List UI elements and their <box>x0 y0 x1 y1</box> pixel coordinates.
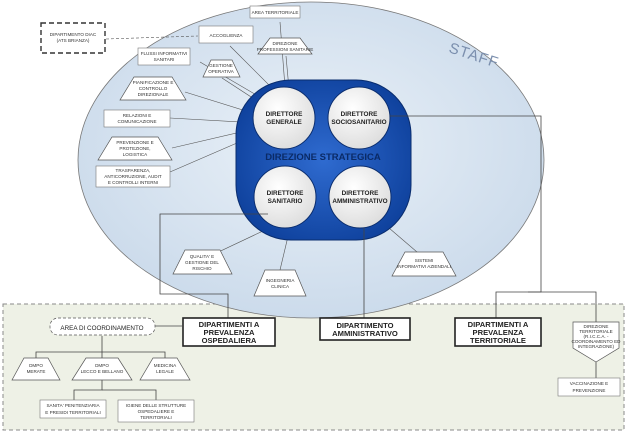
pianificazione-line1: PIANIFICAZIONE E <box>133 80 174 85</box>
trasparenza-box[interactable]: TRASPARENZA, ANTICORRUZIONE, AUDIT E CON… <box>95 165 171 188</box>
vaccinazione-line2: PREVENZIONE <box>573 388 606 393</box>
dir-terr-line1: DIREZIONE <box>583 324 608 329</box>
territoriale-line3: TERRITORIALE <box>470 336 526 345</box>
area-territoriale-box[interactable]: AREA TERRITORIALE <box>249 5 301 19</box>
sanita-line1: SANITA' PENITENZIARIA <box>46 403 100 408</box>
direttore-sanitario-line2: SANITARIO <box>268 198 303 205</box>
dir-terr-line2: TERRITORIALE <box>579 329 612 334</box>
direzione-professioni-box[interactable]: DIREZIONE PROFESSIONI SANITARIE <box>257 37 314 55</box>
dipartimento-amministrativo-box[interactable]: DIPARTIMENTO AMMINISTRATIVO <box>319 317 411 341</box>
direttore-amministrativo-line1: DIRETTORE <box>342 190 380 197</box>
gestione-line2: OPERATIVA <box>208 69 235 74</box>
dmpo-merate-line2: MERATE <box>27 369 46 374</box>
diac-connector <box>105 35 199 40</box>
direzione-professioni-line1: DIREZIONE <box>272 41 297 46</box>
qualita-line1: QUALITA' E <box>190 254 215 259</box>
accoglienza-label: ACCOGLIENZA <box>210 33 244 38</box>
qualita-line3: RISCHIO <box>192 266 212 271</box>
sanita-penitenziaria-box[interactable]: SANITA' PENITENZIARIA E PRESIDI TERRITOR… <box>39 399 107 419</box>
direzione-territoriale-box[interactable]: DIREZIONE TERRITORIALE (R.I.C.C.A. - COO… <box>572 321 622 363</box>
prevenzione-protezione-box[interactable]: PREVENZIONE E PROTEZIONE, LOGISTICA <box>97 136 173 161</box>
area-territoriale-label: AREA TERRITORIALE <box>252 10 299 15</box>
relazioni-line1: RELAZIONI E <box>123 113 152 118</box>
dmpo-merate-line1: DMPO <box>29 363 43 368</box>
sanita-line2: E PRESIDI TERRITORIALI <box>45 410 100 415</box>
territoriale-line1: DIPARTIMENTI A <box>468 320 529 329</box>
dmpo-lecco-line1: DMPO <box>95 363 109 368</box>
pianificazione-line2: CONTROLLO <box>139 86 168 91</box>
qualita-line2: GESTIONE DEL <box>185 260 219 265</box>
trasparenza-line3: E CONTROLLI INTERNI <box>108 180 158 185</box>
territoriale-line2: PREVALENZA <box>473 328 524 337</box>
ospedaliera-line1: DIPARTIMENTI A <box>199 320 260 329</box>
direttore-generale-line1: DIRETTORE <box>266 111 304 118</box>
vaccinazione-box[interactable]: VACCINAZIONE E PREVENZIONE <box>557 377 621 397</box>
gestione-operativa-box[interactable]: GESTIONE OPERATIVA <box>202 59 241 78</box>
trasparenza-line2: ANTICORRUZIONE, AUDIT <box>104 174 162 179</box>
ingegneria-line2: CLINICA <box>271 284 290 289</box>
dir-terr-line3: (R.I.C.C.A. - <box>583 334 608 339</box>
ospedaliera-line3: OSPEDALIERA <box>202 336 257 345</box>
director-circle-amministrativo[interactable]: DIRETTORE AMMINISTRATIVO <box>328 165 392 229</box>
direttore-sociosanitario-line1: DIRETTORE <box>341 111 379 118</box>
gestione-line1: GESTIONE <box>209 63 233 68</box>
relazioni-line2: COMUNICAZIONE <box>117 119 156 124</box>
prevenzione-line3: LOGISTICA <box>123 152 148 157</box>
flussi-informativi-box[interactable]: FLUSSI INFORMATIVI SANITARI <box>137 47 191 66</box>
director-circle-generale[interactable]: DIRETTORE GENERALE <box>252 86 316 150</box>
accoglienza-box[interactable]: ACCOGLIENZA <box>198 25 254 44</box>
igiene-line1: IGIENE DELLE STRUTTURE <box>126 403 187 408</box>
diac-line2: (ATS BRIANZA) <box>57 38 90 43</box>
medicina-legale-box[interactable]: MEDICINA LEGALE <box>139 357 191 381</box>
prevenzione-line1: PREVENZIONE E <box>116 140 153 145</box>
igiene-line3: TERRITORIALI <box>140 415 172 420</box>
direttore-sociosanitario-line2: SOCIOSANITARIO <box>331 119 386 126</box>
igiene-strutture-box[interactable]: IGIENE DELLE STRUTTURE OSPEDALIERE E TER… <box>117 399 195 423</box>
pianificazione-box[interactable]: PIANIFICAZIONE E CONTROLLO DIREZIONALE <box>119 76 187 101</box>
direttore-sanitario-line1: DIRETTORE <box>267 190 305 197</box>
director-circle-sociosanitario[interactable]: DIRETTORE SOCIOSANITARIO <box>327 86 391 150</box>
dmpo-merate-box[interactable]: DMPO MERATE <box>11 357 61 381</box>
amministrativo-line1: DIPARTIMENTO <box>336 321 393 330</box>
dipartimenti-territoriale-box[interactable]: DIPARTIMENTI A PREVALENZA TERRITORIALE <box>454 317 542 347</box>
vaccinazione-line1: VACCINAZIONE E <box>570 381 608 386</box>
ingegneria-line1: INGEGNERIA <box>266 278 296 283</box>
prevenzione-line2: PROTEZIONE, <box>119 146 150 151</box>
direzione-professioni-line2: PROFESSIONI SANITARIE <box>257 47 314 52</box>
medicina-legale-line2: LEGALE <box>156 369 174 374</box>
medicina-legale-line1: MEDICINA <box>154 363 177 368</box>
flussi-line1: FLUSSI INFORMATIVI <box>141 51 188 56</box>
igiene-line2: OSPEDALIERE E <box>138 409 175 414</box>
dipartimenti-ospedaliera-box[interactable]: DIPARTIMENTI A PREVALENZA OSPEDALIERA <box>182 317 276 347</box>
ospedaliera-line2: PREVALENZA <box>204 328 255 337</box>
dir-terr-line5: INTEGRAZIONE) <box>578 344 614 349</box>
area-coordinamento-box[interactable]: AREA DI COORDINAMENTO <box>49 317 156 336</box>
flussi-line2: SANITARI <box>154 57 175 62</box>
pianificazione-line3: DIREZIONALE <box>138 92 169 97</box>
diac-line1: DIPARTIMENTO DIAC <box>50 32 97 37</box>
dmpo-lecco-line2: LECCO E BELLANO <box>81 369 124 374</box>
ingegneria-box[interactable]: INGEGNERIA CLINICA <box>253 269 307 297</box>
dir-terr-line4: COORDINAMENTO ED <box>572 339 622 344</box>
amministrativo-line2: AMMINISTRATIVO <box>332 329 398 338</box>
direttore-generale-line2: GENERALE <box>266 119 302 126</box>
sistemi-line2: INFORMATIVI AZIENDALI <box>397 264 451 269</box>
dmpo-lecco-box[interactable]: DMPO LECCO E BELLANO <box>71 357 133 381</box>
direttore-amministrativo-line2: AMMINISTRATIVO <box>332 198 387 205</box>
area-coordinamento-label: AREA DI COORDINAMENTO <box>60 325 143 332</box>
sistemi-line1: SISTEMI <box>415 258 433 263</box>
department-connectors <box>35 115 597 400</box>
trasparenza-line1: TRASPARENZA, <box>116 168 151 173</box>
direzione-strategica-title: DIREZIONE STRATEGICA <box>265 152 381 163</box>
dipartimento-diac-box[interactable]: DIPARTIMENTO DIAC (ATS BRIANZA) <box>40 22 106 54</box>
relazioni-box[interactable]: RELAZIONI E COMUNICAZIONE <box>103 109 171 128</box>
director-circle-sanitario[interactable]: DIRETTORE SANITARIO <box>253 165 317 229</box>
sistemi-informativi-box[interactable]: SISTEMI INFORMATIVI AZIENDALI <box>391 251 457 277</box>
qualita-box[interactable]: QUALITA' E GESTIONE DEL RISCHIO <box>172 249 233 275</box>
